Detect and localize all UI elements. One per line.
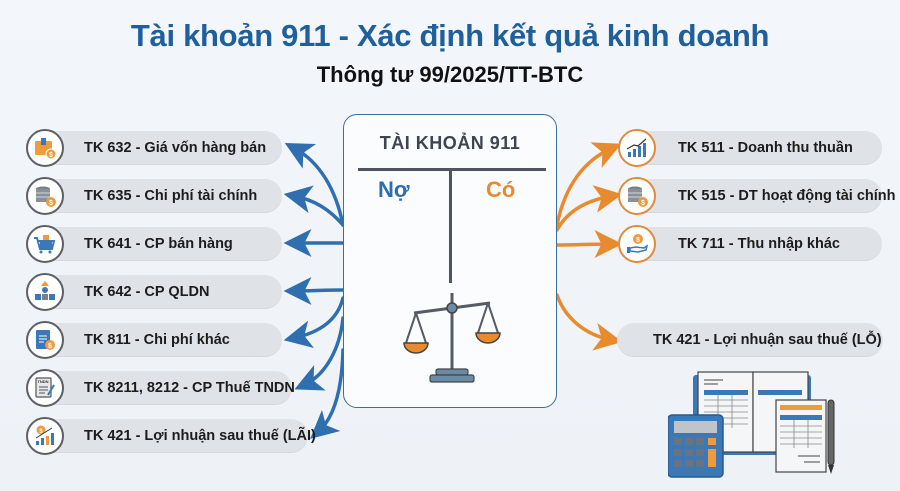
debit-item-tk641: TK 641 - CP bán hàng bbox=[26, 225, 282, 263]
debit-label: Nợ bbox=[378, 177, 410, 202]
profit-chart-icon: $ bbox=[26, 417, 64, 455]
credit-item-label: TK 515 - DT hoạt động tài chính bbox=[678, 188, 896, 204]
coins-dollar-icon: $ bbox=[26, 177, 64, 215]
svg-text:TNDN: TNDN bbox=[37, 379, 48, 384]
svg-text:$: $ bbox=[49, 200, 53, 207]
growth-chart-icon bbox=[618, 129, 656, 167]
org-chart-icon bbox=[26, 273, 64, 311]
account-911-card: TÀI KHOẢN 911 Nợ Có bbox=[343, 114, 557, 408]
balance-scale-icon bbox=[403, 293, 501, 383]
box-dollar-icon: $ bbox=[26, 129, 64, 167]
debit-item-label: TK 811 - Chi phí khác bbox=[84, 332, 230, 348]
credit-item-tk511: TK 511 - Doanh thu thuần bbox=[618, 129, 882, 167]
debit-item-tk642: TK 642 - CP QLDN bbox=[26, 273, 282, 311]
credit-item-label: TK 421 - Lợi nhuận sau thuế (LỖ) bbox=[653, 332, 882, 348]
credit-arrows bbox=[555, 142, 623, 351]
credit-label: Có bbox=[486, 177, 516, 202]
t-account-vertical-line bbox=[449, 170, 452, 283]
debit-item-tk8211: TNDN TK 8211, 8212 - CP Thuế TNDN bbox=[26, 369, 295, 407]
credit-item-tk421-lo: TK 421 - Lợi nhuận sau thuế (LỖ) bbox=[617, 323, 883, 357]
debit-item-label: TK 635 - Chi phí tài chính bbox=[84, 188, 258, 204]
svg-text:$: $ bbox=[49, 152, 53, 159]
card-title: TÀI KHOẢN 911 bbox=[379, 133, 521, 153]
svg-text:$: $ bbox=[636, 237, 640, 244]
debit-item-label: TK 421 - Lợi nhuận sau thuế (LÃI) bbox=[84, 428, 316, 444]
credit-item-label: TK 511 - Doanh thu thuần bbox=[678, 140, 853, 156]
debit-item-tk635: $ TK 635 - Chi phí tài chính bbox=[26, 177, 282, 215]
t-account-horizontal-line bbox=[358, 168, 546, 171]
ledger-calculator-icon bbox=[668, 371, 835, 478]
document-dollar-icon: $ bbox=[26, 321, 64, 359]
svg-text:$: $ bbox=[48, 343, 52, 350]
credit-item-label: TK 711 - Thu nhập khác bbox=[678, 236, 840, 252]
debit-arrows bbox=[283, 143, 345, 439]
svg-text:$: $ bbox=[641, 200, 645, 207]
credit-item-tk515: $ TK 515 - DT hoạt động tài chính bbox=[618, 177, 896, 215]
debit-item-label: TK 641 - CP bán hàng bbox=[84, 236, 233, 252]
debit-item-label: TK 632 - Giá vốn hàng bán bbox=[84, 140, 267, 156]
hand-coin-icon: $ bbox=[618, 225, 656, 263]
tax-form-icon: TNDN bbox=[26, 369, 64, 407]
credit-item-tk711: $ TK 711 - Thu nhập khác bbox=[618, 225, 882, 263]
debit-item-label: TK 642 - CP QLDN bbox=[84, 284, 210, 300]
coins-dollar-icon: $ bbox=[618, 177, 656, 215]
debit-item-label: TK 8211, 8212 - CP Thuế TNDN bbox=[84, 380, 295, 396]
svg-text:$: $ bbox=[39, 429, 43, 435]
page-title: Tài khoản 911 - Xác định kết quả kinh do… bbox=[130, 18, 770, 53]
page-subtitle: Thông tư 99/2025/TT-BTC bbox=[316, 62, 584, 87]
debit-item-tk811: $ TK 811 - Chi phí khác bbox=[26, 321, 282, 359]
debit-item-tk421-lai: $ TK 421 - Lợi nhuận sau thuế (LÃI) bbox=[26, 417, 316, 455]
debit-item-tk632: $ TK 632 - Giá vốn hàng bán bbox=[26, 129, 282, 167]
shopping-cart-icon bbox=[26, 225, 64, 263]
